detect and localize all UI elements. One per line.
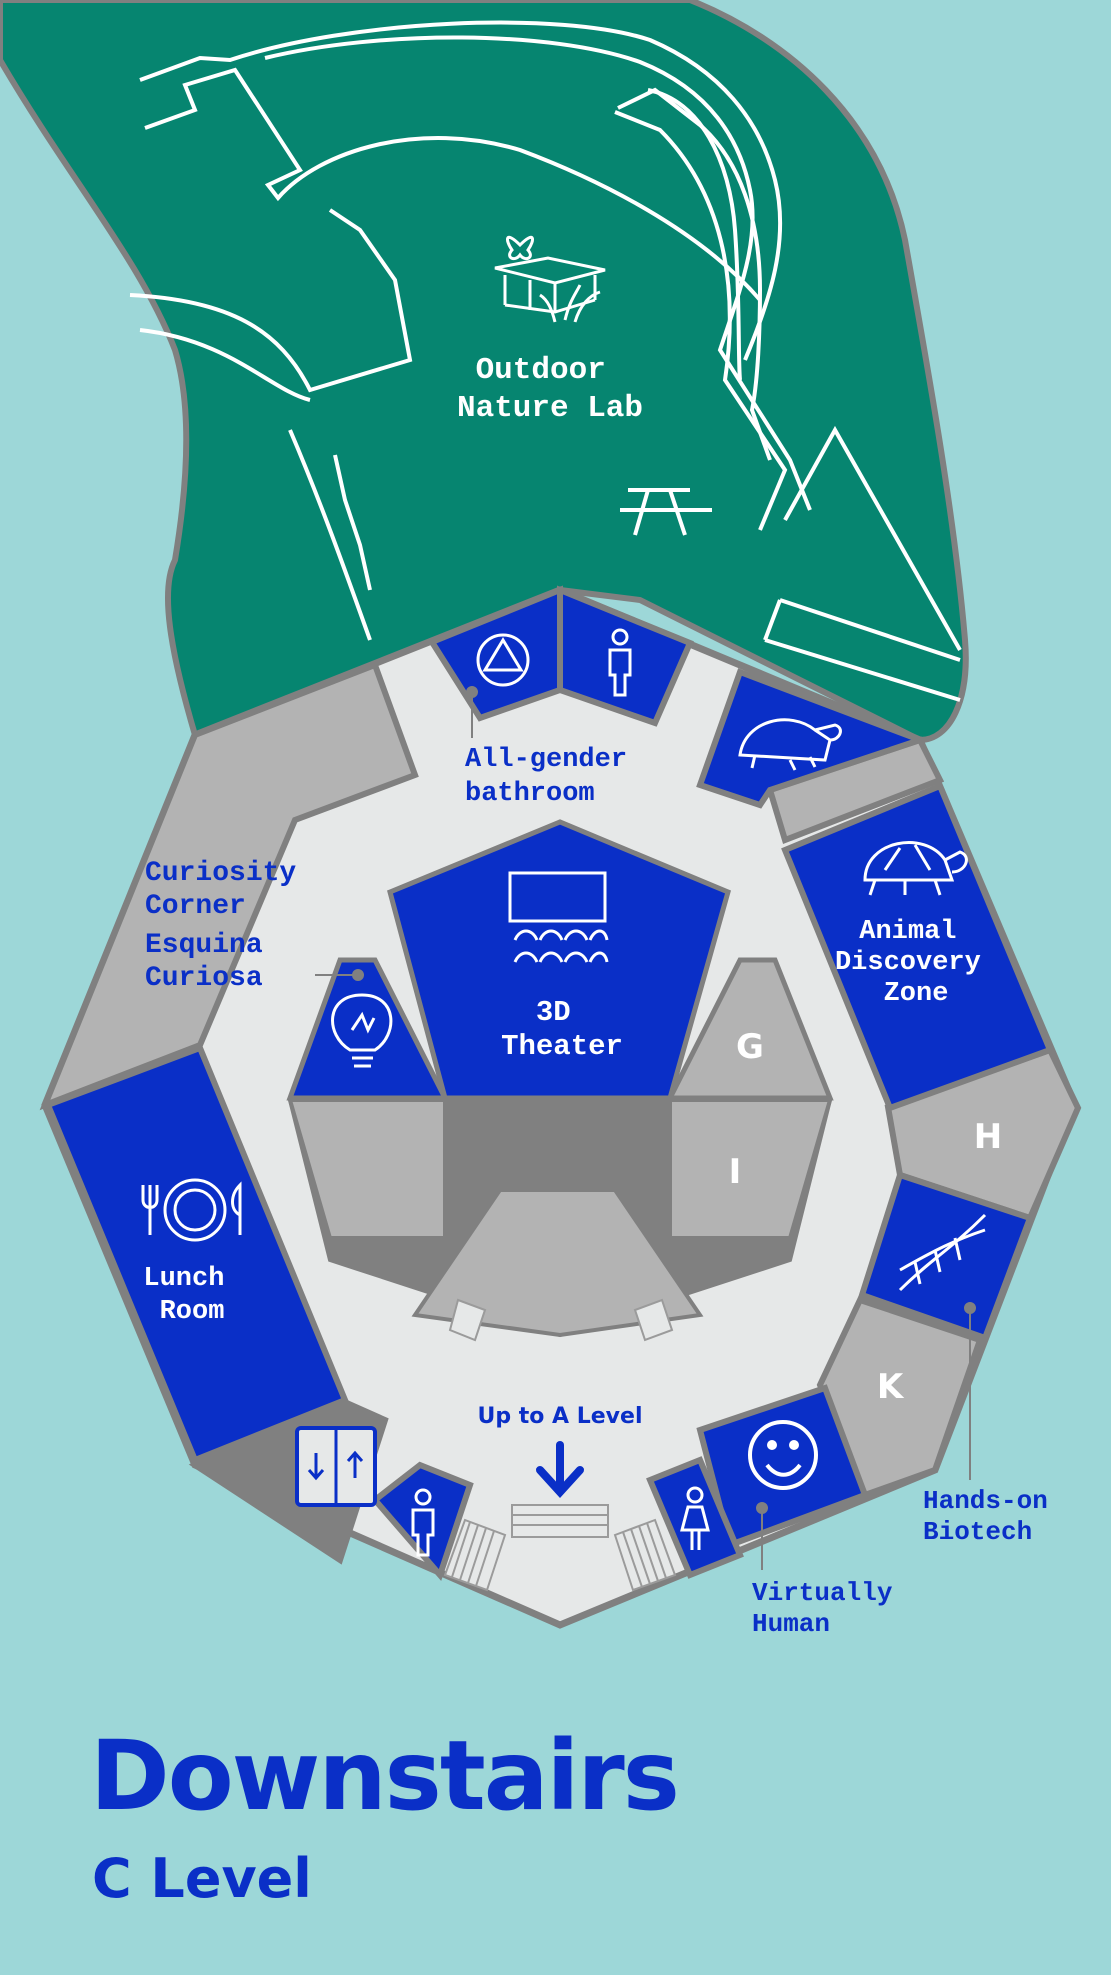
callout-lines xyxy=(315,686,976,1570)
picnic-table-icon xyxy=(620,488,712,536)
gazebo-icon xyxy=(494,256,606,323)
stairs-label: Up to A Level xyxy=(478,1404,643,1429)
lunch-room-label: Lunch Room xyxy=(143,1264,240,1327)
men-restroom-icon xyxy=(411,1488,435,1557)
hands-on-biotech-label: Hands-on Biotech xyxy=(923,1486,1063,1547)
bathroom-callout-label: All-gender bathroom xyxy=(465,745,643,809)
room-k[interactable] xyxy=(816,1296,984,1499)
room-animal-discovery-zone[interactable] xyxy=(781,782,1054,1112)
turtle-icon xyxy=(738,718,842,771)
room-turtle[interactable] xyxy=(696,668,929,809)
room-bathroom-person[interactable] xyxy=(557,585,694,727)
dna-icon xyxy=(898,1213,987,1292)
room-lunch-room[interactable] xyxy=(44,1044,349,1464)
room-g[interactable] xyxy=(665,957,834,1101)
room-bathroom-women[interactable] xyxy=(646,1456,744,1579)
women-restroom-icon xyxy=(680,1486,710,1550)
animal-discovery-zone-label: Animal Discovery Zone xyxy=(835,917,997,1009)
smiley-icon xyxy=(748,1420,818,1490)
room-hands-on-biotech[interactable] xyxy=(858,1171,1034,1342)
person-icon xyxy=(608,628,632,697)
stage-area[interactable] xyxy=(411,1188,704,1338)
elevator-down-icon xyxy=(307,1453,325,1481)
left-stair-steps xyxy=(443,1518,507,1592)
room-g-label: G xyxy=(736,1027,764,1067)
virtually-human-label: Virtually Human xyxy=(752,1578,908,1639)
stairs-up-to-a-level[interactable] xyxy=(443,1441,677,1592)
screen-audience-icon xyxy=(508,871,609,963)
right-stair-steps xyxy=(613,1518,677,1592)
elevator[interactable] xyxy=(295,1426,377,1507)
outdoor-nature-lab-label: Outdoor Nature Lab xyxy=(457,353,643,426)
room-i-label: I xyxy=(729,1152,742,1192)
plate-utensils-icon xyxy=(141,1178,242,1242)
level-subtitle: C Level xyxy=(92,1847,312,1910)
butterfly-icon xyxy=(506,235,534,261)
room-h-label: H xyxy=(974,1117,1002,1157)
lightbulb-icon xyxy=(331,993,393,1068)
outdoor-paths xyxy=(129,20,962,702)
theater-label: 3D Theater xyxy=(501,996,623,1063)
page-title: Downstairs xyxy=(90,1720,680,1832)
central-complex xyxy=(287,1098,833,1342)
arrow-down-icon xyxy=(536,1441,584,1498)
curiosity-corner-label: Curiosity Corner Esquina Curiosa xyxy=(145,858,313,994)
accessible-triangle-icon xyxy=(476,633,530,687)
tortoise-icon xyxy=(863,841,968,896)
room-3d-theater[interactable] xyxy=(387,819,732,1101)
elevator-up-icon xyxy=(346,1450,364,1478)
room-k-label: K xyxy=(877,1367,905,1407)
